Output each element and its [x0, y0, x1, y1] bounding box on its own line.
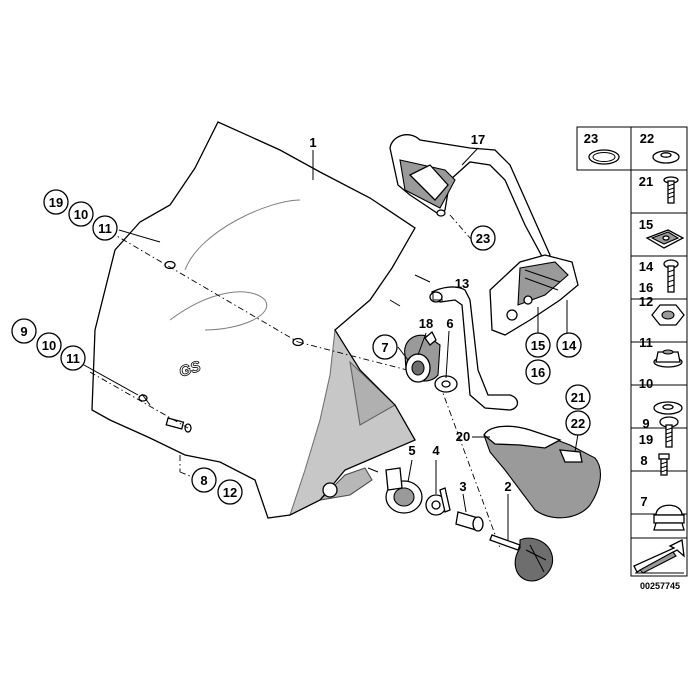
callout-7: 7 [372, 334, 398, 360]
callout-2: 2 [504, 479, 511, 494]
callout-9: 9 [11, 318, 37, 344]
legend-label-21: 21 [639, 174, 653, 189]
legend-label-10: 10 [639, 376, 653, 391]
legend-label-22: 22 [640, 131, 654, 146]
pan-head-screw-icon [659, 416, 679, 448]
hex-nut-icon [651, 304, 685, 326]
legend-label-15: 15 [639, 217, 653, 232]
callout-1: 1 [309, 135, 316, 150]
screw-icon [663, 176, 679, 204]
callout-17: 17 [471, 132, 485, 147]
direction-arrow-icon [633, 539, 685, 574]
legend-label-14: 14 [639, 259, 654, 274]
callout-10: 10 [36, 332, 62, 358]
svg-text:10: 10 [74, 207, 88, 222]
callout-6: 6 [446, 316, 453, 331]
svg-text:21: 21 [571, 390, 585, 405]
callout-13: 13 [455, 276, 469, 291]
drawing-number: 00257745 [640, 581, 680, 591]
legend-label-19: 19 [639, 432, 653, 447]
legend-label-7: 7 [640, 494, 647, 509]
clip-nut-icon [645, 229, 685, 249]
mounting-lines [89, 231, 501, 549]
callout-8: 8 [191, 467, 217, 493]
legend-label-16: 16 [639, 280, 653, 295]
mount-knob [404, 330, 458, 393]
callout-20: 20 [456, 429, 470, 444]
svg-text:15: 15 [531, 338, 545, 353]
legend-label-9: 9 [642, 416, 649, 431]
callout-12: 12 [217, 479, 243, 505]
callout-11: 11 [92, 215, 118, 241]
callout-11: 11 [60, 345, 86, 371]
knob-assembly [385, 467, 554, 582]
svg-text:9: 9 [20, 324, 27, 339]
legend-label-12: 12 [639, 294, 653, 309]
screen-mount-slot [165, 417, 185, 430]
callout-16: 16 [525, 359, 551, 385]
legend-label-8: 8 [640, 453, 647, 468]
callout-22: 22 [565, 410, 591, 436]
callout-4: 4 [432, 443, 440, 458]
legend-label-23: 23 [584, 131, 598, 146]
svg-text:23: 23 [476, 231, 490, 246]
support-bracket [389, 134, 579, 336]
screen-logo: GS [177, 358, 203, 381]
svg-text:19: 19 [49, 195, 63, 210]
callout-15: 15 [525, 332, 551, 358]
hardware-legend: 23 22 21 15 14 16 12 [576, 126, 688, 577]
callout-3: 3 [459, 479, 466, 494]
svg-text:14: 14 [562, 338, 577, 353]
cap-nut-icon [653, 504, 685, 531]
callout-10: 10 [68, 201, 94, 227]
windscreen: GS [91, 121, 416, 519]
svg-text:11: 11 [66, 351, 80, 366]
svg-text:8: 8 [200, 473, 207, 488]
callout-19: 19 [43, 189, 69, 215]
svg-text:22: 22 [571, 416, 585, 431]
svg-text:10: 10 [42, 338, 56, 353]
legend-cell-22 [630, 126, 688, 171]
legend-cell-9-19 [630, 427, 688, 472]
hand-guard [483, 425, 601, 519]
callouts: 1 17 13 18 6 5 4 3 2 20 19 10 11 9 10 11… [11, 132, 591, 505]
svg-text:7: 7 [381, 340, 388, 355]
svg-text:11: 11 [98, 221, 112, 236]
svg-text:16: 16 [531, 365, 545, 380]
legend-label-11: 11 [639, 335, 653, 350]
callout-14: 14 [556, 332, 582, 358]
screen-mount-hole [164, 260, 176, 270]
svg-text:12: 12 [223, 485, 237, 500]
plain-washer-icon [653, 401, 683, 415]
flange-nut-icon [653, 349, 683, 368]
leader-lines [74, 147, 579, 540]
lower-mount [318, 467, 379, 501]
callout-18: 18 [419, 316, 433, 331]
callout-23: 23 [470, 225, 496, 251]
callout-5: 5 [408, 443, 415, 458]
socket-screw-icon [663, 259, 679, 293]
bolt-icon [658, 453, 670, 476]
callout-21: 21 [565, 384, 591, 410]
